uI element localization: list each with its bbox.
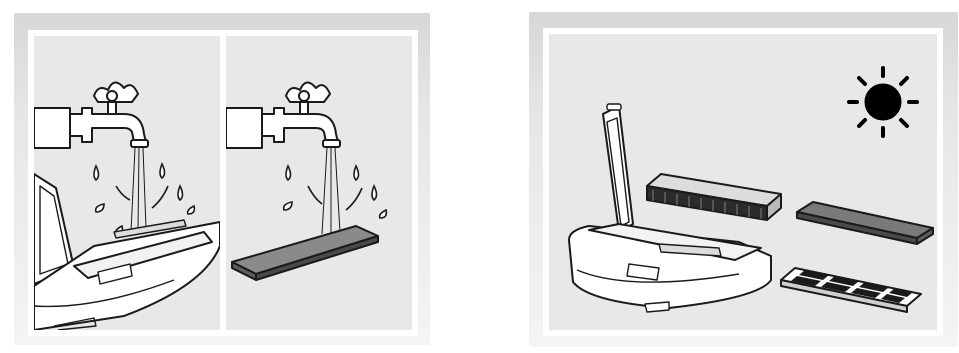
faucet-icon	[226, 82, 340, 148]
rinse-dust-bin-panel	[34, 36, 220, 330]
filter-frame-icon	[781, 268, 921, 312]
water-stream	[322, 148, 340, 234]
air-dry-illustration	[549, 34, 937, 330]
sponge-icon	[232, 226, 378, 280]
sun-icon	[849, 68, 917, 136]
sponge-icon	[797, 202, 933, 244]
rinse-sponge-illustration	[226, 36, 412, 330]
rinse-sponge-panel	[226, 36, 412, 330]
rinse-dust-bin-illustration	[34, 36, 220, 330]
filter-icon	[647, 174, 781, 220]
water-stream	[131, 148, 146, 232]
left-figure-frame	[14, 13, 430, 345]
right-figure-frame	[529, 12, 958, 347]
water-drops-icon	[284, 166, 387, 218]
faucet-icon	[34, 82, 148, 148]
air-dry-panel	[549, 34, 937, 330]
